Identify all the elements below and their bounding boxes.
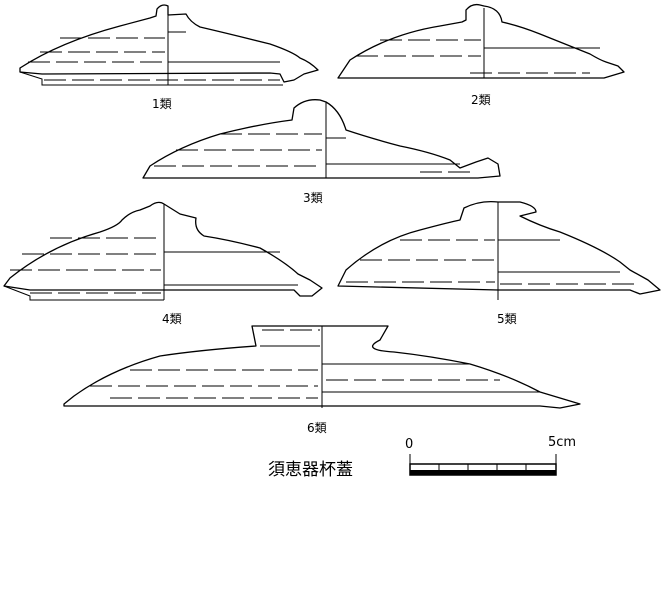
scale-bar — [409, 454, 557, 476]
lid-drawing-type-3 — [142, 99, 501, 179]
lid-drawing-type-6 — [63, 325, 581, 409]
lid-drawing-type-4 — [3, 201, 323, 301]
lid-drawing-type-1 — [19, 4, 319, 86]
type-label-4: 4類 — [162, 312, 182, 326]
lid-drawing-type-2 — [337, 3, 625, 79]
type-label-3: 3類 — [303, 191, 323, 205]
type-label-6: 6類 — [307, 421, 327, 435]
scale-end-label: 5cm — [548, 435, 577, 450]
type-label-5: 5類 — [497, 312, 517, 326]
figure-caption: 須恵器杯蓋 — [268, 460, 353, 480]
type-label-2: 2類 — [471, 93, 491, 107]
lid-drawing-type-5 — [337, 200, 661, 300]
scale-start-label: 0 — [405, 437, 414, 452]
type-label-1: 1類 — [152, 97, 172, 111]
